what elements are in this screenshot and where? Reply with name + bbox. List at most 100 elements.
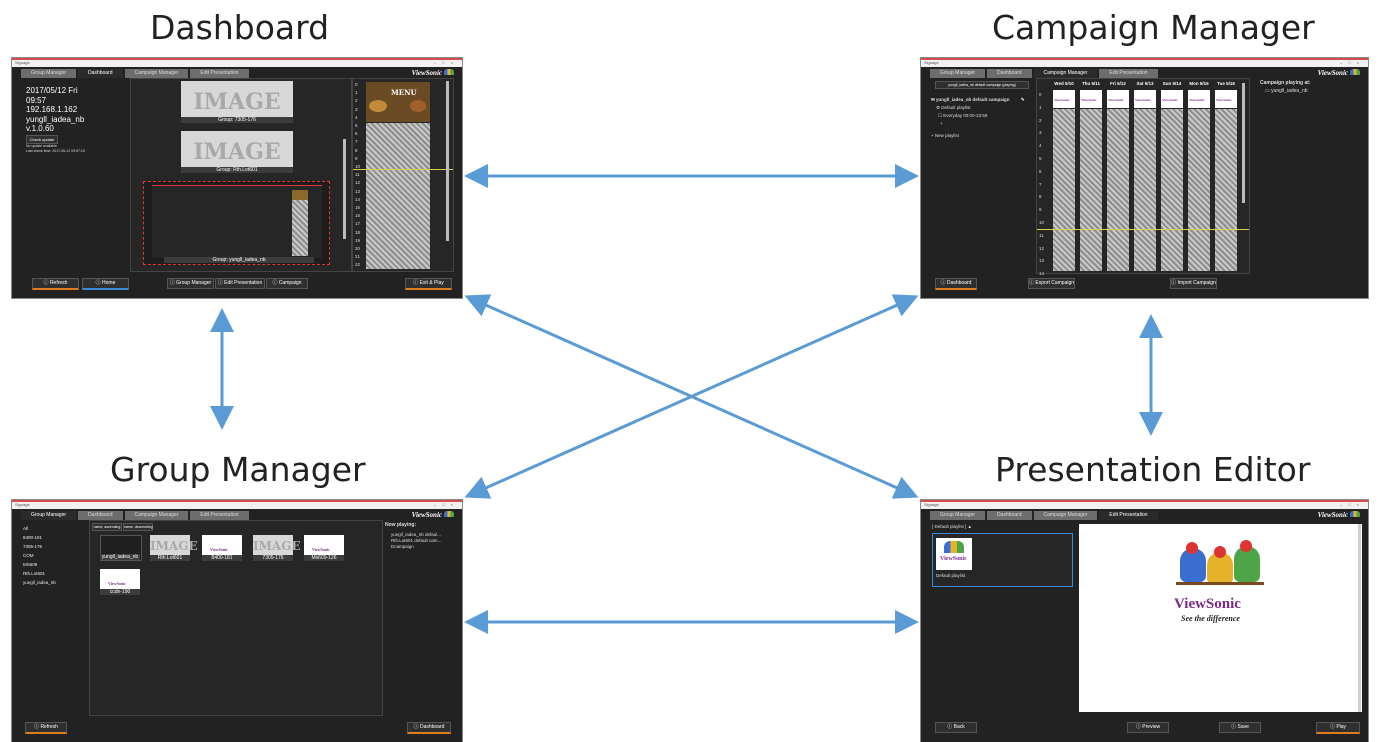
hour-label: 5: [355, 123, 358, 129]
preview-scrollbar[interactable]: [1358, 524, 1361, 712]
campaign-dropdown[interactable]: yungll_iadea_nb default campaign (playin…: [935, 81, 1029, 89]
save-button[interactable]: ⓘ Save: [1219, 722, 1261, 733]
group-item[interactable]: yungll_iadea_nb: [23, 580, 56, 585]
tab-campaign-manager[interactable]: Campaign Manager: [124, 69, 189, 78]
tab-edit-presentation[interactable]: Edit Presentation: [190, 511, 249, 520]
play-button[interactable]: ⓘ Play: [1316, 722, 1360, 734]
tab-group-manager[interactable]: Group Manager: [930, 69, 986, 78]
now-playing-item: Dcampaign: [391, 544, 414, 549]
campaign-button[interactable]: ⓘ Campaign: [266, 278, 308, 289]
group-thumbnail[interactable]: IMAGE: [181, 131, 293, 167]
tab-campaign-manager[interactable]: Campaign Manager: [124, 511, 189, 520]
group-thumb[interactable]: IMAGE: [150, 535, 198, 555]
group-thumbnail[interactable]: IMAGE: [181, 81, 293, 117]
schedule-card[interactable]: ViewSonic: [1107, 90, 1129, 108]
schedule-scrollbar[interactable]: [446, 81, 449, 241]
tab-edit-presentation[interactable]: Edit Presentation: [1099, 69, 1158, 78]
dashboard-screenshot: Signage–□× Group Manager Dashboard Campa…: [12, 58, 462, 298]
dashboard-button[interactable]: ⓘ Dashboard: [935, 278, 977, 290]
refresh-button[interactable]: ⓘ Refresh: [25, 722, 67, 734]
sort-ascending-button[interactable]: name, ascending: [92, 523, 122, 531]
group-item[interactable]: Rth.Lot601: [23, 571, 46, 576]
refresh-button[interactable]: ⓘ Refresh: [32, 278, 79, 290]
tab-group-manager[interactable]: Group Manager: [21, 511, 77, 520]
check-update-button[interactable]: Check update: [26, 135, 58, 144]
slide-thumbnail[interactable]: ViewSonic: [936, 538, 972, 570]
group-item[interactable]: COM: [23, 553, 34, 558]
tab-group-manager[interactable]: Group Manager: [21, 69, 77, 78]
group-item[interactable]: 8400-181: [23, 535, 43, 540]
tab-dashboard[interactable]: Dashboard: [987, 511, 1032, 520]
back-button[interactable]: ⓘ Back: [935, 722, 977, 733]
home-button[interactable]: ⓘ Home: [82, 278, 129, 290]
group-item[interactable]: 7305-176: [23, 544, 43, 549]
schedule-card[interactable]: ViewSonic: [1188, 90, 1210, 108]
tab-campaign-manager[interactable]: Campaign Manager: [1033, 69, 1098, 78]
tab-dashboard[interactable]: Dashboard: [78, 69, 123, 78]
current-time-line: [353, 169, 453, 170]
playlist-label[interactable]: [ Default playlist ] ▲: [932, 524, 972, 529]
group-manager-button[interactable]: ⓘ Group Manager: [167, 278, 214, 289]
thumb-brand: ViewSonic: [940, 556, 967, 562]
sort-descending-button[interactable]: name, descending: [123, 523, 153, 531]
playlist-item[interactable]: ViewSonic Default playlist: [932, 533, 1073, 587]
menu-thumbnail[interactable]: MENU: [366, 82, 430, 122]
tab-dashboard[interactable]: Dashboard: [78, 511, 123, 520]
group-list: All 8400-181 7305-176 COM MS609 Rth.Lot6…: [23, 524, 56, 587]
playlist-panel: [ Default playlist ] ▲ ViewSonic Default…: [930, 522, 1075, 714]
tab-edit-presentation[interactable]: Edit Presentation: [1099, 511, 1158, 520]
group-thumb[interactable]: ViewSonic: [100, 569, 140, 589]
group-thumb[interactable]: IMAGE: [253, 535, 301, 555]
tab-campaign-manager[interactable]: Campaign Manager: [1033, 511, 1098, 520]
schedule-card[interactable]: ViewSonic: [1161, 90, 1183, 108]
schedule-entry[interactable]: ☐ Everyday 00:00-23:59: [938, 113, 988, 118]
edit-presentation-button[interactable]: ⓘ Edit Presentation: [215, 278, 265, 289]
group-thumb[interactable]: ViewSonic: [304, 535, 344, 555]
schedule-scrollbar[interactable]: [1242, 83, 1245, 203]
schedule-card[interactable]: ViewSonic: [1215, 90, 1237, 108]
exit-play-button[interactable]: ⓘ Exit & Play: [405, 278, 452, 290]
schedule-block[interactable]: [1134, 109, 1156, 271]
dashboard-button[interactable]: ⓘ Dashboard: [407, 722, 451, 734]
import-campaign-button[interactable]: ⓘ Import Campaign: [1170, 278, 1217, 289]
schedule-card[interactable]: ViewSonic: [1053, 90, 1075, 108]
default-playlist[interactable]: ⚙ Default playlist: [936, 105, 971, 110]
hour-label: 13: [355, 188, 361, 194]
export-campaign-button[interactable]: ⓘ Export Campaign: [1028, 278, 1075, 289]
new-playlist-link[interactable]: + New playlist: [931, 133, 959, 138]
schedule-block[interactable]: [1215, 109, 1237, 271]
group-item[interactable]: MS609: [23, 562, 38, 567]
now-playing-item: yungll_iadea_nb defaul...: [391, 532, 442, 537]
hour-label: 0: [1039, 92, 1042, 97]
schedule-blocks[interactable]: [366, 123, 430, 269]
current-time-line: [1037, 229, 1249, 230]
schedule-block[interactable]: [1080, 109, 1102, 271]
tab-dashboard[interactable]: Dashboard: [987, 69, 1032, 78]
hour-label: 11: [355, 172, 360, 178]
add-schedule[interactable]: +: [940, 121, 943, 126]
schedule-card[interactable]: ViewSonic: [1080, 90, 1102, 108]
hour-label: 22: [355, 262, 361, 268]
preview-scrollbar[interactable]: [343, 139, 346, 239]
card-brand: ViewSonic: [1216, 98, 1232, 102]
schedule-block[interactable]: [1188, 109, 1210, 271]
preview-button[interactable]: ⓘ Preview: [1127, 722, 1169, 733]
slide-preview[interactable]: ViewSonic See the difference: [1079, 524, 1362, 712]
group-thumb[interactable]: ViewSonic: [202, 535, 242, 555]
tab-edit-presentation[interactable]: Edit Presentation: [190, 69, 249, 78]
schedule-block[interactable]: [1161, 109, 1183, 271]
schedule-block[interactable]: [1053, 109, 1075, 271]
day-header: Sat 5/13: [1136, 81, 1154, 86]
schedule-card[interactable]: ViewSonic: [1134, 90, 1156, 108]
group-item-all[interactable]: All: [23, 526, 29, 531]
tab-group-manager[interactable]: Group Manager: [930, 511, 986, 520]
schedule-block[interactable]: [1107, 109, 1129, 271]
selected-group-thumbnail[interactable]: Group: yungll_iadea_nb: [143, 181, 330, 265]
